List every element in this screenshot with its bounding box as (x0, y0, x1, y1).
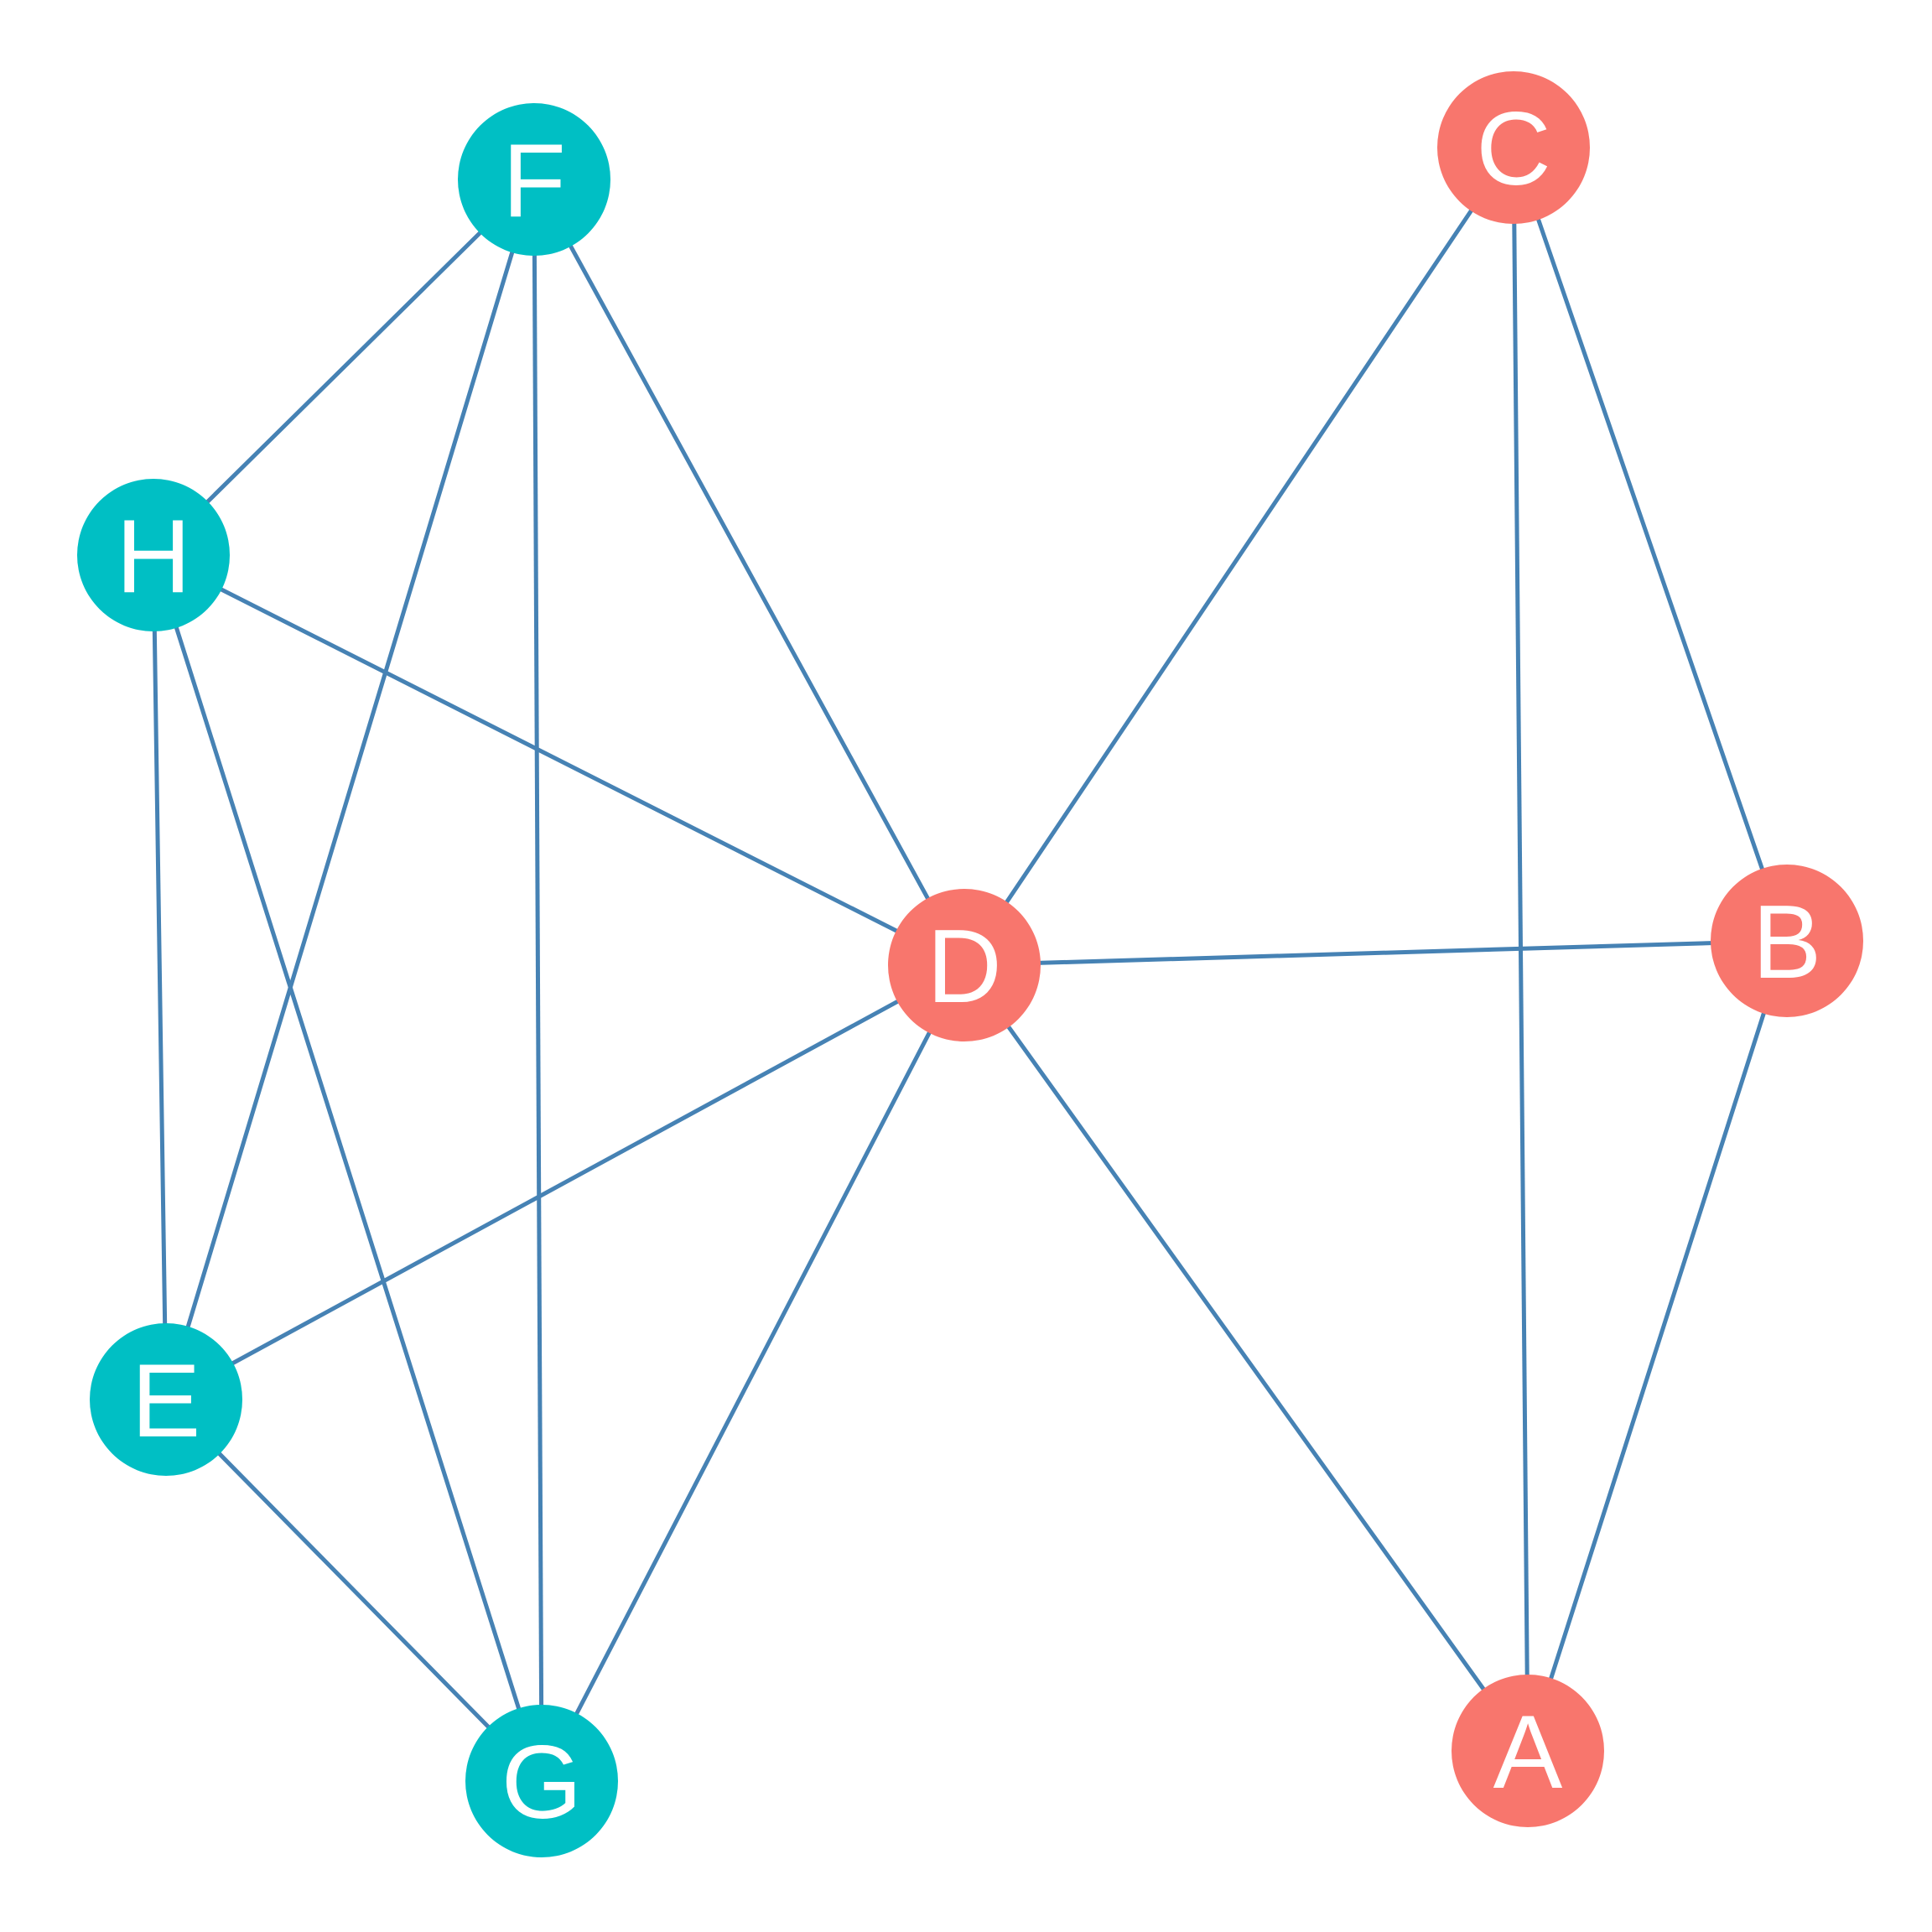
node-label-c: C (1476, 91, 1551, 207)
edge-d-h (152, 553, 966, 968)
node-circle-e (90, 1323, 242, 1476)
node-circle-a (1452, 1675, 1604, 1827)
node-label-b: B (1753, 885, 1822, 1000)
node-circle-h (77, 479, 230, 631)
node-circle-c (1437, 71, 1590, 224)
edge-a-d (962, 963, 1530, 1753)
node-label-e: E (132, 1343, 201, 1459)
node-label-h: H (116, 499, 191, 615)
node-c: C (1437, 71, 1590, 224)
edge-e-f (164, 179, 537, 1400)
edge-d-f (532, 178, 967, 967)
node-circle-f (458, 103, 610, 256)
node-f: F (458, 103, 610, 256)
node-circle-g (465, 1705, 618, 1857)
node-b: B (1711, 865, 1863, 1017)
node-label-d: D (927, 909, 1002, 1025)
edge-a-b (1525, 940, 1789, 1752)
node-label-a: A (1493, 1695, 1563, 1810)
node-label-g: G (501, 1725, 582, 1841)
nodes-layer: A B C D E F G H (77, 71, 1863, 1857)
edge-e-g (164, 1398, 543, 1783)
node-label-f: F (502, 123, 566, 239)
edge-b-d (963, 938, 1788, 968)
edge-f-g (532, 179, 544, 1782)
node-circle-b (1711, 865, 1863, 1017)
edge-e-h (151, 554, 169, 1400)
node-e: E (90, 1323, 242, 1476)
edge-f-h (152, 178, 536, 557)
edges-layer (151, 146, 1789, 1783)
edge-d-g (539, 963, 967, 1783)
node-a: A (1452, 1675, 1604, 1827)
edge-g-h (151, 554, 544, 1782)
node-h: H (77, 479, 230, 631)
edge-b-c (1511, 147, 1789, 942)
edge-c-d (962, 146, 1516, 967)
edge-d-e (164, 963, 966, 1402)
node-circle-d (888, 889, 1041, 1041)
node-d: D (888, 889, 1041, 1041)
node-g: G (465, 1705, 618, 1857)
